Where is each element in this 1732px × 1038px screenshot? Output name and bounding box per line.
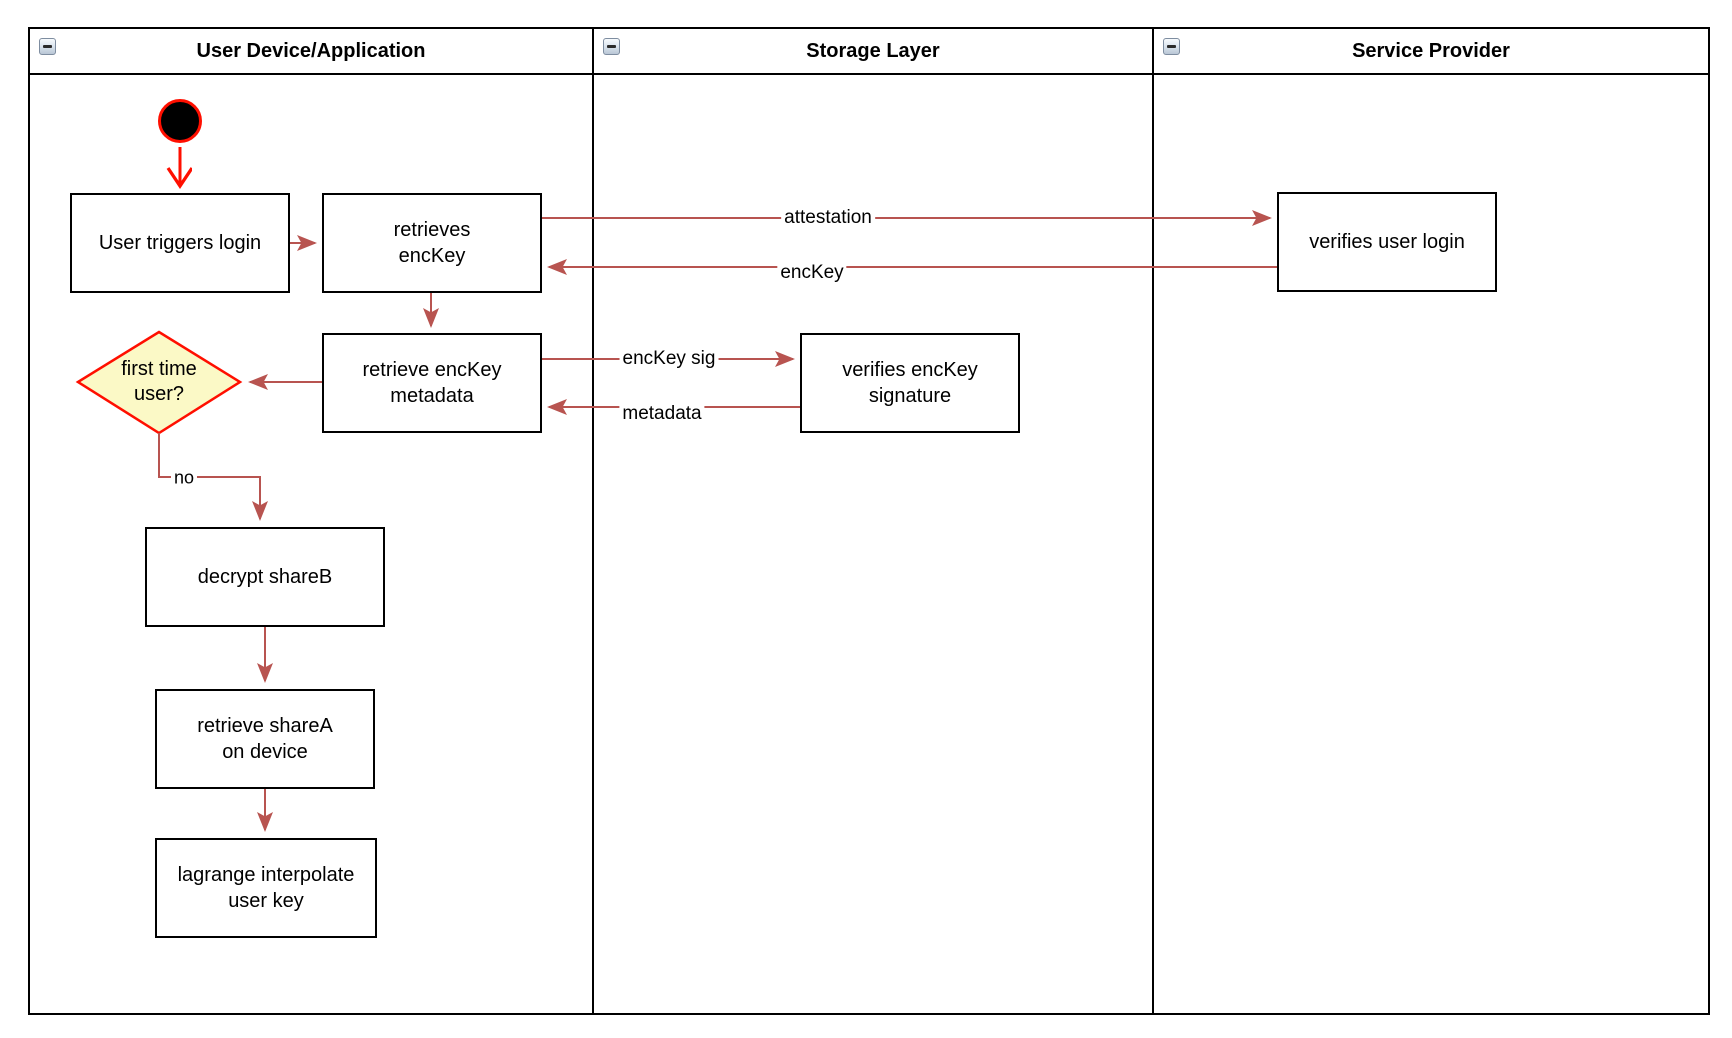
edge-no-branch xyxy=(158,433,268,521)
node-user-triggers-login[interactable]: User triggers login xyxy=(70,193,290,293)
edge-label-attestation: attestation xyxy=(781,207,875,229)
lane-header-storage-layer: Storage Layer xyxy=(594,29,1152,75)
lane-header-service-provider: Service Provider xyxy=(1154,29,1708,75)
decision-label: first time user? xyxy=(121,358,197,405)
lane-user-device: User Device/Application xyxy=(30,29,592,1013)
decision-first-time-user[interactable] xyxy=(75,330,243,435)
start-node[interactable] xyxy=(158,99,202,143)
lane-header-user-device: User Device/Application xyxy=(30,29,592,75)
edge-label-metadata: metadata xyxy=(619,403,705,425)
node-decrypt-shareb[interactable]: decrypt shareB xyxy=(145,527,385,627)
edge-label-enckey: encKey xyxy=(777,262,847,284)
node-verifies-enckey-signature[interactable]: verifies encKey signature xyxy=(800,333,1020,433)
collapse-lane-button[interactable] xyxy=(39,38,56,55)
lane-title-storage-layer: Storage Layer xyxy=(806,39,940,62)
node-retrieve-sharea[interactable]: retrieve shareA on device xyxy=(155,689,375,789)
lane-title-service-provider: Service Provider xyxy=(1352,39,1510,62)
node-retrieve-enckey-metadata[interactable]: retrieve encKey metadata xyxy=(322,333,542,433)
edge-label-no: no xyxy=(170,467,198,489)
minus-icon xyxy=(43,45,52,48)
collapse-lane-button[interactable] xyxy=(603,38,620,55)
lane-service-provider: Service Provider xyxy=(1152,29,1708,1013)
collapse-lane-button[interactable] xyxy=(1163,38,1180,55)
node-verifies-user-login[interactable]: verifies user login xyxy=(1277,192,1497,292)
node-retrieves-enckey[interactable]: retrieves encKey xyxy=(322,193,542,293)
node-lagrange-interpolate[interactable]: lagrange interpolate user key xyxy=(155,838,377,938)
lane-title-user-device: User Device/Application xyxy=(196,39,426,62)
edge-label-enckey-sig: encKey sig xyxy=(619,348,719,370)
minus-icon xyxy=(607,45,616,48)
minus-icon xyxy=(1167,45,1176,48)
lane-storage-layer: Storage Layer xyxy=(592,29,1152,1013)
